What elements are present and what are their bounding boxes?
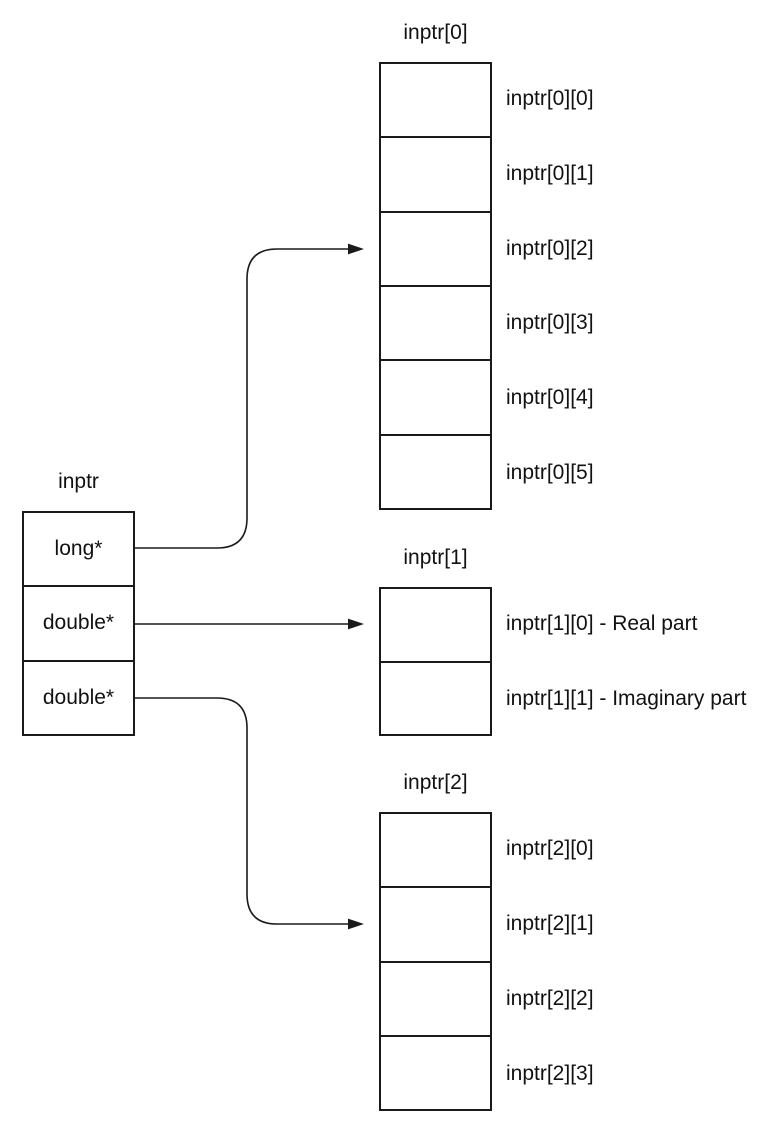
cell-label: inptr[2][2] (506, 986, 594, 1010)
array-box-inptr2 (379, 812, 492, 1111)
pointer-box: long* double* double* (22, 511, 135, 736)
array-cell (381, 1034, 490, 1109)
cell-label: inptr[0][1] (506, 162, 594, 185)
array-cell (381, 660, 490, 735)
array-column-inptr0: inptr[0] inptr[0][0] inptr[0][1] inptr[0… (379, 21, 594, 510)
array-cell (381, 886, 490, 960)
array-box-inptr0 (379, 62, 492, 510)
cell-label: inptr[2][0] (506, 837, 594, 861)
cell-label: inptr[2][3] (506, 1061, 594, 1085)
array-box-inptr1 (379, 587, 492, 736)
cell-label: inptr[0][2] (506, 236, 594, 260)
cell-label: inptr[1][0] - Real part (506, 612, 698, 636)
array-cell (381, 960, 490, 1035)
array-cell (381, 210, 490, 285)
array-column-inptr2: inptr[2] inptr[2][0] inptr[2][1] inptr[2… (379, 771, 594, 1111)
arrowhead-long-to-array0 (348, 243, 364, 255)
cell-label: inptr[0][3] (506, 311, 594, 335)
cell-label: inptr[0][0] (506, 87, 594, 111)
array-cell (381, 433, 490, 508)
cell-label: inptr[0][5] (506, 460, 594, 484)
cell-label: inptr[1][1] - Imaginary part (506, 686, 747, 710)
cell-label: inptr[2][1] (506, 912, 594, 936)
array-labels-inptr0: inptr[0][0] inptr[0][1] inptr[0][2] inpt… (506, 62, 594, 510)
pointer-cell-double-1: double* (24, 585, 133, 659)
array-cell (381, 136, 490, 210)
array-cell (381, 814, 490, 886)
array-labels-inptr2: inptr[2][0] inptr[2][1] inptr[2][2] inpt… (506, 812, 594, 1111)
arrowhead-double1-to-array1 (348, 618, 364, 630)
arrow-double2-to-array2 (135, 697, 348, 925)
pointer-cell-long: long* (54, 537, 103, 561)
pointer-box-column: inptr long* double* double* (22, 470, 135, 736)
array-column-inptr1: inptr[1] inptr[1][0] - Real part inptr[1… (379, 546, 746, 736)
array-title-inptr2: inptr[2] (403, 771, 468, 794)
array-cell (381, 284, 490, 359)
array-title-inptr1: inptr[1] (403, 546, 468, 569)
array-cell (381, 589, 490, 661)
cell-label: inptr[0][4] (506, 386, 594, 410)
arrow-long-to-array0 (135, 248, 348, 549)
pointer-cell-double-2: double* (24, 659, 133, 734)
array-labels-inptr1: inptr[1][0] - Real part inptr[1][1] - Im… (506, 587, 746, 736)
pointer-box-title: inptr (58, 470, 99, 493)
array-cell (381, 359, 490, 433)
arrowhead-double2-to-array2 (348, 918, 364, 930)
array-cell (381, 64, 490, 136)
array-title-inptr0: inptr[0] (403, 21, 468, 44)
